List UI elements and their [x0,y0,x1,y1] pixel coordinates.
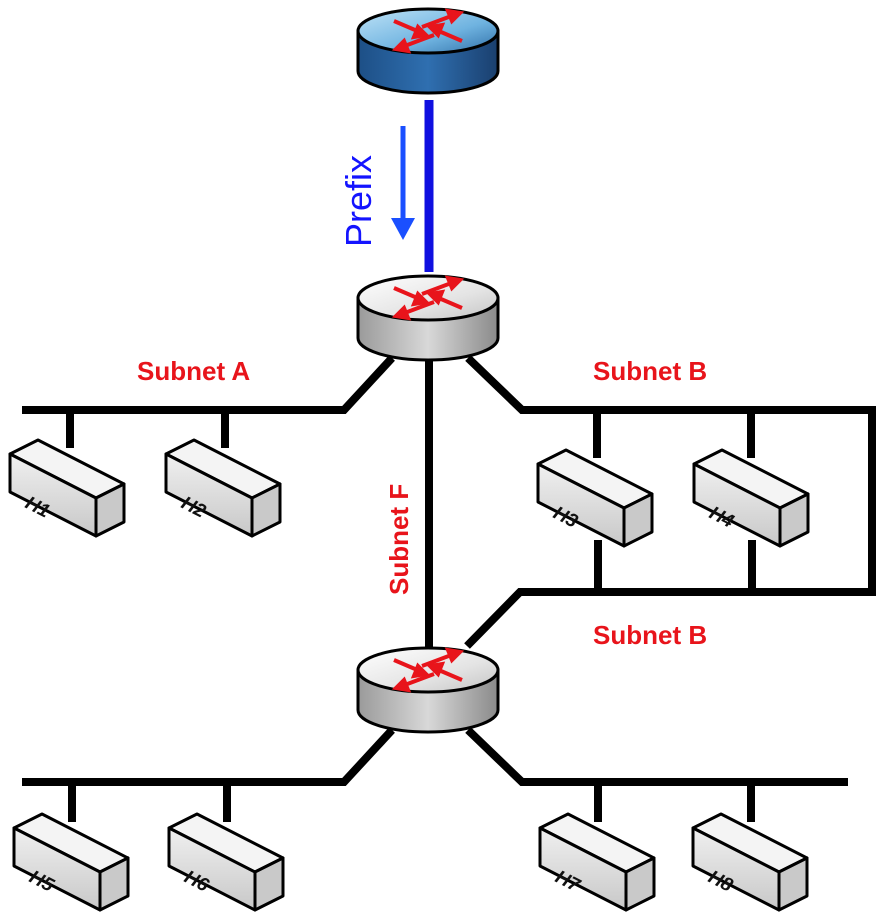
router-top [358,276,498,360]
subnet-b-upper-bus [465,355,876,596]
host-h5: H5 [12,812,130,912]
host-h8: H8 [691,812,809,912]
subnet-b-top-label: Subnet B [593,356,707,386]
prefix-label: Prefix [338,155,379,247]
bottom-left-bus [22,727,395,786]
router-bottom [358,648,498,732]
host-h3: H3 [536,448,654,548]
subnet-b-bottom-label: Subnet B [593,620,707,650]
host-h6: H6 [167,812,285,912]
subnet-b-lower-bus [464,588,760,649]
host-h7: H7 [538,812,656,912]
subnet-a-label: Subnet A [137,356,250,386]
host-h2: H2 [164,438,282,538]
host-h4: H4 [692,448,810,548]
prefix-arrow [391,126,415,240]
bottom-right-bus [465,727,848,786]
wires [22,355,876,822]
host-h1: H1 [8,438,126,538]
upstream-router [358,9,498,93]
subnet-a-bus [22,355,395,414]
subnet-f-label: Subnet F [384,484,414,595]
